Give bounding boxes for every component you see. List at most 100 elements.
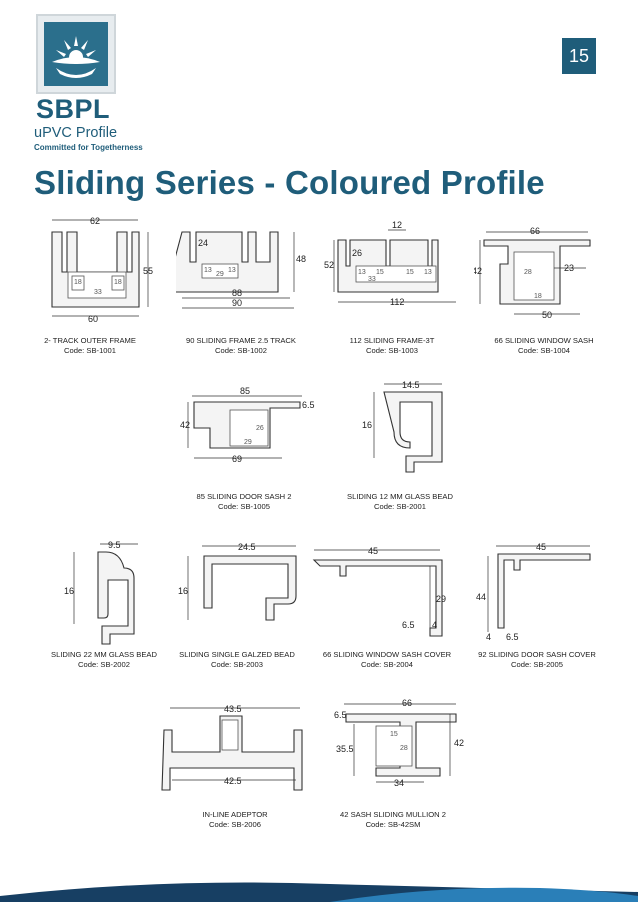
dim-label: 29	[436, 594, 446, 604]
profile-code: Code: SB-1004	[518, 346, 570, 355]
dim-label: 66	[402, 698, 412, 708]
profile-caption: 66 SLIDING WINDOW SASH Code: SB-1004	[474, 336, 614, 356]
profile-drawing-sb-2003: 24.5 16	[178, 542, 297, 621]
dim-label: 16	[178, 586, 188, 596]
profile-name: SLIDING 22 MM GLASS BEAD	[51, 650, 157, 659]
page-title: Sliding Series - Coloured Profile	[34, 164, 545, 201]
profile-caption: SLIDING SINGLE GALZED BEAD Code: SB-2003	[172, 650, 302, 670]
profile-sb-2006: 43.5 42.5 IN-LINE ADEPTOR Code: SB-2006	[160, 698, 310, 838]
dim-label: 24.5	[238, 542, 256, 552]
page-number-badge: 15	[562, 38, 596, 74]
profile-sb-1001: 62 18 18 33 55 60 2- TRACK OUTER FRAME C…	[40, 212, 170, 362]
profile-name: 66 SLIDING WINDOW SASH	[494, 336, 594, 345]
logo-tagline: Committed for Togetherness	[34, 143, 143, 152]
dim-label: 55	[143, 266, 153, 276]
profile-code: Code: SB-2003	[211, 660, 263, 669]
profile-name: 112 SLIDING FRAME-3T	[349, 336, 435, 345]
dim-label: 15	[406, 269, 414, 276]
profile-drawing-sb-1005: 85 26 29 6.5 42 69	[180, 386, 315, 464]
profile-caption: 66 SLIDING WINDOW SASH COVER Code: SB-20…	[312, 650, 462, 670]
dim-label: 62	[90, 216, 100, 226]
dim-label: 18	[534, 293, 542, 300]
dim-label: 23	[564, 263, 574, 273]
profile-sb-1005: 85 26 29 6.5 42 69 85 SLIDING DOOR SASH …	[178, 382, 318, 522]
profile-caption: 85 SLIDING DOOR SASH 2 Code: SB-1005	[174, 492, 314, 512]
profile-drawing-sb-2006: 43.5 42.5	[161, 704, 303, 791]
profile-drawing-sb-2004: 45 29 6.5 4	[312, 546, 446, 637]
profile-sb-1004: 66 28 18 42 23 50 66 SLIDING WINDOW SASH…	[474, 212, 604, 362]
dim-label: 12	[392, 220, 402, 230]
profile-drawing-sb-42sm: 66 15 28 6.5 35.5 42 34	[334, 698, 464, 788]
profile-sb-2005: 45 44 4 6.5 92 SLIDING DOOR SASH COVER C…	[472, 538, 602, 678]
dim-label: 4	[486, 632, 491, 642]
dim-label: 9.5	[108, 540, 121, 550]
dim-label: 88	[232, 288, 242, 298]
dim-label: 42	[454, 738, 464, 748]
dim-label: 4	[432, 620, 437, 630]
dim-label: 24	[198, 238, 208, 248]
dim-label: 6.5	[334, 710, 347, 720]
dim-label: 50	[542, 310, 552, 320]
logo-brand-text: SBPL	[36, 94, 111, 124]
profile-code: Code: SB-42SM	[365, 820, 421, 829]
dim-label: 42	[474, 266, 482, 276]
profile-name: 42 SASH SLIDING MULLION 2	[340, 810, 446, 819]
dim-label: 112	[390, 297, 404, 307]
dim-label: 43.5	[224, 704, 242, 714]
dim-label: 42.5	[224, 776, 242, 786]
dim-label: 45	[536, 542, 546, 552]
profile-drawing-sb-1001: 62 18 18 33 55 60	[51, 216, 153, 324]
profile-caption: 42 SASH SLIDING MULLION 2 Code: SB-42SM	[328, 810, 458, 830]
dim-label: 6.5	[402, 620, 415, 630]
profile-name: 92 SLIDING DOOR SASH COVER	[478, 650, 596, 659]
dim-label: 35.5	[336, 744, 354, 754]
profile-sb-2003: 24.5 16 SLIDING SINGLE GALZED BEAD Code:…	[176, 538, 306, 678]
dim-label: 33	[94, 289, 102, 296]
profile-drawing-sb-2002: 9.5 16	[64, 540, 138, 645]
dim-label: 29	[216, 271, 224, 278]
dim-label: 66	[530, 226, 540, 236]
logo-emblem-icon	[36, 14, 116, 94]
profile-name: IN-LINE ADEPTOR	[202, 810, 268, 819]
dim-label: 60	[88, 314, 98, 324]
profile-name: 90 SLIDING FRAME 2.5 TRACK	[185, 336, 296, 345]
dim-label: 48	[296, 254, 306, 264]
profile-code: Code: SB-2005	[511, 660, 563, 669]
dim-label: 69	[232, 454, 242, 464]
dim-label: 16	[362, 420, 372, 430]
dim-label: 16	[64, 586, 74, 596]
profile-code: Code: SB-1001	[64, 346, 116, 355]
dim-label: 14.5	[402, 380, 420, 390]
dim-label: 26	[256, 425, 264, 432]
profile-name: 66 SLIDING WINDOW SASH COVER	[322, 650, 452, 659]
profile-caption: SLIDING 12 MM GLASS BEAD Code: SB-2001	[340, 492, 460, 512]
dim-label: 42	[180, 420, 190, 430]
dim-label: 44	[476, 592, 486, 602]
dim-label: 45	[368, 546, 378, 556]
dim-label: 26	[352, 248, 362, 258]
dim-label: 28	[400, 745, 408, 752]
profile-code: Code: SB-2004	[361, 660, 413, 669]
logo-subtitle: uPVC Profile	[34, 125, 118, 141]
profile-drawing-sb-1002: 13 29 13 24 48 88 90	[176, 231, 306, 309]
dim-label: 85	[240, 386, 250, 396]
profile-name: SLIDING SINGLE GALZED BEAD	[179, 650, 295, 659]
profile-name: 2- TRACK OUTER FRAME	[44, 336, 136, 345]
dim-label: 13	[358, 269, 366, 276]
profile-drawing-sb-2005: 45 44 4 6.5	[476, 542, 591, 642]
profile-caption: 112 SLIDING FRAME-3T Code: SB-1003	[322, 336, 462, 356]
company-logo: SBPL uPVC Profile Committed for Together…	[34, 12, 143, 154]
dim-label: 6.5	[506, 632, 519, 642]
dim-label: 18	[114, 279, 122, 286]
dim-label: 52	[324, 260, 334, 270]
dim-label: 29	[244, 439, 252, 446]
dim-label: 6.5	[302, 400, 315, 410]
dim-label: 13	[424, 269, 432, 276]
profile-caption: SLIDING 22 MM GLASS BEAD Code: SB-2002	[44, 650, 164, 670]
profile-sb-2002: 9.5 16 SLIDING 22 MM GLASS BEAD Code: SB…	[50, 538, 170, 678]
profile-name: SLIDING 12 MM GLASS BEAD	[347, 492, 453, 501]
dim-label: 15	[390, 731, 398, 738]
profile-sb-2001: 14.5 16 SLIDING 12 MM GLASS BEAD Code: S…	[344, 372, 464, 522]
profile-code: Code: SB-2002	[78, 660, 130, 669]
dim-label: 33	[368, 276, 376, 283]
